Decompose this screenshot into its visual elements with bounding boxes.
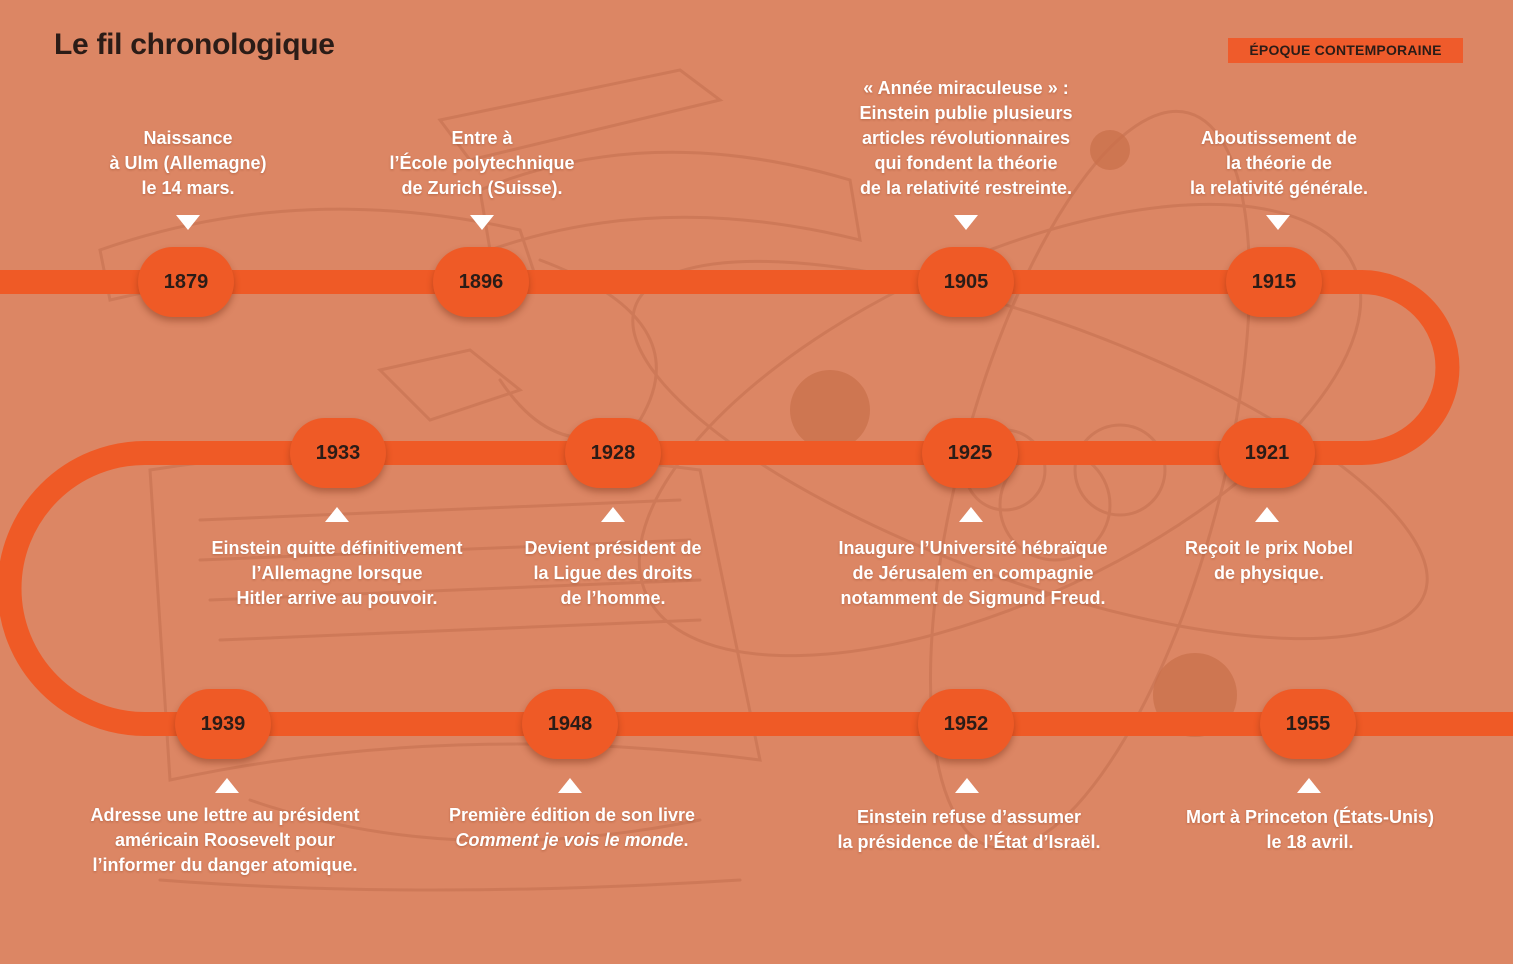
- event-description-1933: Einstein quitte définitivement l’Allemag…: [211, 538, 463, 608]
- event-description-1955: Mort à Princeton (États-Unis) le 18 avri…: [1185, 807, 1435, 852]
- event-text-1948-end: .: [683, 830, 689, 850]
- timeline-node-1879: 1879: [138, 247, 234, 317]
- arrow-up-icon: [1255, 507, 1279, 522]
- event-description-1896: Entre à l’École polytechnique de Zurich …: [389, 128, 575, 198]
- arrow-up-icon: [601, 507, 625, 522]
- event-description-1915: Aboutissement de la théorie de la relati…: [1189, 128, 1369, 198]
- timeline-node-1915: 1915: [1226, 247, 1322, 317]
- timeline-node-1939: 1939: [175, 689, 271, 759]
- page-title: Le fil chronologique: [54, 28, 335, 61]
- event-description-1879: Naissance à Ulm (Allemagne) le 14 mars.: [109, 128, 267, 198]
- timeline-node-1952: 1952: [918, 689, 1014, 759]
- arrow-up-icon: [325, 507, 349, 522]
- arrow-up-icon: [955, 778, 979, 793]
- event-description-1939: Adresse une lettre au président américai…: [90, 805, 360, 875]
- arrow-down-icon: [176, 215, 200, 230]
- arrow-up-icon: [558, 778, 582, 793]
- arrow-up-icon: [215, 778, 239, 793]
- event-description-1948: Première édition de son livre Comment je…: [402, 803, 742, 853]
- event-description-1925: Inaugure l’Université hébraïque de Jérus…: [838, 538, 1108, 608]
- arrow-down-icon: [1266, 215, 1290, 230]
- book-title-text: Comment je vois le monde: [455, 830, 684, 850]
- timeline-node-1933: 1933: [290, 418, 386, 488]
- timeline-node-1955: 1955: [1260, 689, 1356, 759]
- era-badge: ÉPOQUE CONTEMPORAINE: [1228, 38, 1463, 63]
- arrow-down-icon: [954, 215, 978, 230]
- timeline-node-1948: 1948: [522, 689, 618, 759]
- timeline-node-1921: 1921: [1219, 418, 1315, 488]
- arrow-up-icon: [959, 507, 983, 522]
- arrow-down-icon: [470, 215, 494, 230]
- event-description-1952: Einstein refuse d’assumer la présidence …: [837, 807, 1101, 852]
- timeline-node-1925: 1925: [922, 418, 1018, 488]
- timeline-node-1928: 1928: [565, 418, 661, 488]
- event-description-1905: « Année miraculeuse » : Einstein publie …: [859, 78, 1073, 198]
- timeline-node-1896: 1896: [433, 247, 529, 317]
- event-text-1948: Première édition de son livre: [448, 805, 696, 825]
- arrow-up-icon: [1297, 778, 1321, 793]
- event-description-1921: Reçoit le prix Nobel de physique.: [1184, 538, 1354, 583]
- timeline-node-1905: 1905: [918, 247, 1014, 317]
- event-description-1928: Devient président de la Ligue des droits…: [524, 538, 702, 608]
